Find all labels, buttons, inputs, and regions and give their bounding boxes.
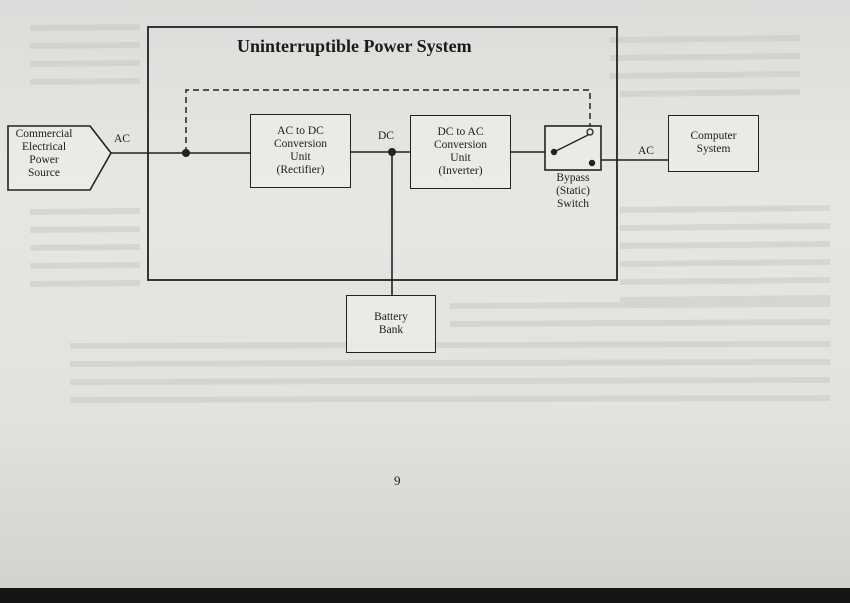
rectifier-box: AC to DC Conversion Unit (Rectifier) bbox=[250, 114, 351, 188]
page-number: 9 bbox=[394, 473, 401, 488]
dc-junction-dot bbox=[388, 148, 396, 156]
rectifier-line-4: (Rectifier) bbox=[276, 164, 325, 176]
computer-line-1: Computer bbox=[690, 130, 737, 142]
rectifier-line-1: AC to DC bbox=[277, 125, 324, 137]
battery-line-2: Bank bbox=[378, 324, 404, 336]
battery-bank-label: Battery Bank bbox=[347, 311, 435, 337]
power-source-line-1: Commercial bbox=[15, 128, 73, 140]
rectifier-line-3: Unit bbox=[290, 151, 311, 163]
inverter-line-4: (Inverter) bbox=[438, 165, 483, 177]
inverter-line-2: Conversion bbox=[433, 139, 488, 151]
ac-output-label: AC bbox=[638, 145, 654, 157]
computer-system-box: Computer System bbox=[668, 115, 759, 172]
power-source-line-4: Source bbox=[28, 167, 60, 179]
desk-edge bbox=[0, 588, 850, 603]
dc-label: DC bbox=[378, 130, 394, 142]
battery-bank-box: Battery Bank bbox=[346, 295, 436, 353]
ac-input-label: AC bbox=[114, 133, 130, 145]
power-source-label: Commercial Electrical Power Source bbox=[8, 128, 80, 180]
switch-blade-icon bbox=[553, 134, 589, 153]
bypass-line-1: Bypass bbox=[556, 172, 590, 184]
bypass-switch-label: Bypass (Static) Switch bbox=[543, 172, 603, 211]
ac-junction-dot bbox=[182, 149, 190, 157]
power-source-line-2: Electrical bbox=[21, 141, 67, 153]
inverter-label: DC to AC Conversion Unit (Inverter) bbox=[411, 126, 510, 178]
power-source-line-3: Power bbox=[29, 154, 59, 166]
power-source-shape bbox=[7, 125, 112, 191]
rectifier-line-2: Conversion bbox=[273, 138, 328, 150]
switch-contact-top-icon bbox=[586, 128, 594, 136]
inverter-box: DC to AC Conversion Unit (Inverter) bbox=[410, 115, 511, 189]
inverter-line-3: Unit bbox=[450, 152, 471, 164]
bypass-dashed-line bbox=[185, 89, 591, 153]
bleed-texture bbox=[29, 24, 831, 403]
computer-system-label: Computer System bbox=[669, 130, 758, 156]
bypass-line-2: (Static) bbox=[556, 185, 590, 197]
bypass-line-3: Switch bbox=[557, 198, 589, 210]
computer-line-2: System bbox=[696, 143, 731, 155]
rectifier-label: AC to DC Conversion Unit (Rectifier) bbox=[251, 125, 350, 177]
switch-contact-right-icon bbox=[588, 159, 596, 167]
diagram-title: Uninterruptible Power System bbox=[237, 36, 472, 56]
battery-line-1: Battery bbox=[374, 311, 408, 323]
inverter-line-1: DC to AC bbox=[437, 126, 484, 138]
